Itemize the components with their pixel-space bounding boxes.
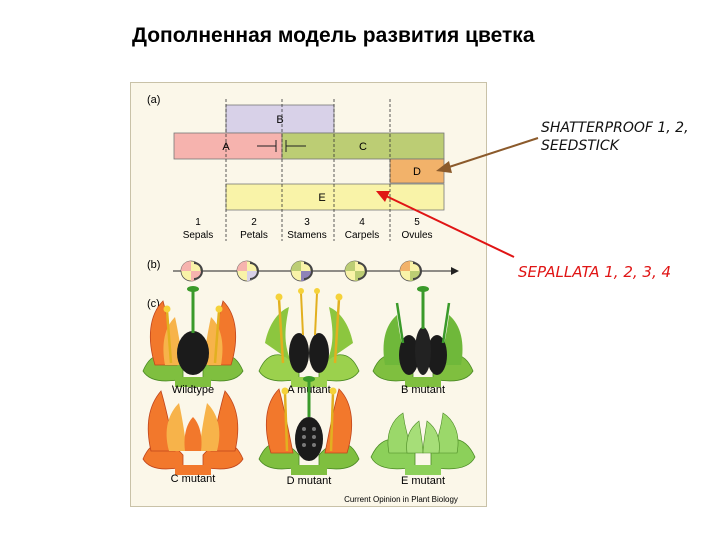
whorl-dividers — [225, 99, 391, 241]
panel-b-label: (b) — [147, 259, 160, 271]
panel-c-label: (c) — [147, 298, 160, 310]
protein-complex-row — [173, 260, 459, 282]
b-mutant-flower-icon — [372, 286, 474, 387]
whorl-1-organ: Sepals — [183, 230, 214, 241]
figure-canvas: (a) (b) (c) B A C D E 1 Se — [142, 94, 476, 504]
abcde-model-figure: (a) (b) (c) B A C D E 1 Se — [130, 82, 487, 507]
whorl-5-organ: Ovules — [401, 230, 432, 241]
wildtype-flower-icon — [142, 286, 244, 387]
stamen-complex-icon — [290, 260, 313, 282]
source-credit: Current Opinion in Plant Biology — [344, 495, 458, 504]
a-c-repression-symbol — [257, 140, 306, 152]
e-mutant-flower-icon — [370, 412, 476, 475]
whorl-3-number: 3 — [304, 217, 310, 228]
petal-complex-icon — [236, 260, 259, 282]
c-bar-label: C — [359, 141, 367, 153]
d-class-line-1: SHATTERPROOF 1, 2, — [541, 120, 689, 136]
panel-a-label: (a) — [147, 94, 160, 106]
e-class-annotation: SEPALLATA 1, 2, 3, 4 — [518, 263, 672, 281]
whorl-4-organ: Carpels — [345, 230, 379, 241]
ovule-complex-icon — [399, 260, 422, 282]
whorl-3-organ: Stamens — [287, 230, 326, 241]
d-class-line-2: SEEDSTICK — [541, 138, 619, 154]
sepal-complex-icon — [180, 260, 203, 282]
slide-title: Дополненная модель развития цветка — [132, 24, 535, 47]
whorl-4-number: 4 — [359, 217, 365, 228]
c-class-bar — [281, 132, 445, 160]
e-bar-label: E — [318, 192, 325, 204]
a-mutant-flower-icon — [258, 288, 360, 387]
carpel-complex-icon — [344, 260, 367, 282]
b-bar-label: B — [276, 114, 283, 126]
d-bar-label: D — [413, 166, 421, 178]
c-mutant-label: C mutant — [171, 473, 216, 485]
b-class-bar — [225, 104, 335, 134]
b-mutant-label: B mutant — [401, 384, 445, 396]
d-class-annotation: SHATTERPROOF 1, 2, SEEDSTICK — [541, 119, 689, 155]
d-mutant-label: D mutant — [287, 475, 332, 487]
d-mutant-flower-icon — [258, 376, 360, 475]
whorl-2-organ: Petals — [240, 230, 268, 241]
d-class-arrow — [436, 137, 539, 173]
wildtype-label: Wildtype — [172, 384, 214, 396]
e-mutant-label: E mutant — [401, 475, 445, 487]
whorl-5-number: 5 — [414, 217, 420, 228]
whorl-1-number: 1 — [195, 217, 201, 228]
whorl-2-number: 2 — [251, 217, 257, 228]
e-class-arrow — [376, 191, 515, 258]
c-mutant-flower-icon — [142, 390, 244, 475]
